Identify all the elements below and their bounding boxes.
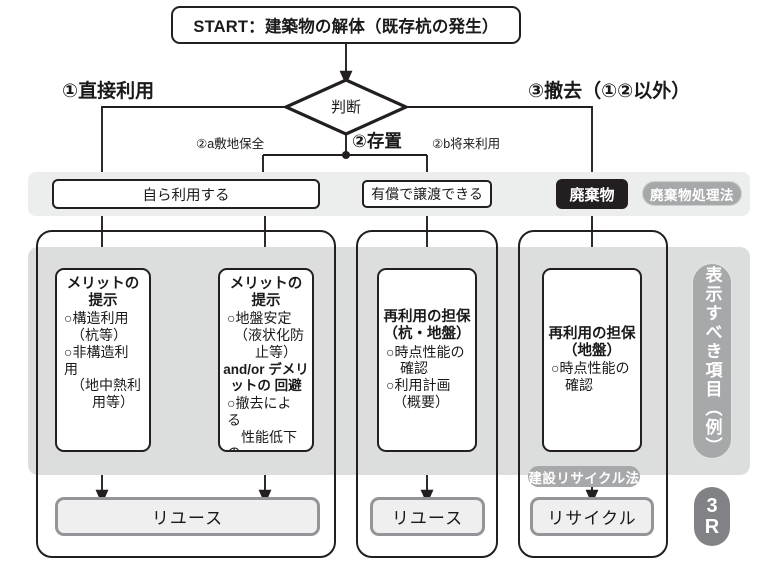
junction-dot <box>342 151 350 159</box>
3r-line-2: R <box>704 515 720 538</box>
card-mid-text: and/or デメリットの 回避 <box>223 361 309 393</box>
card-title: メリットの 提示 <box>66 276 140 310</box>
card-reuse-guarantee-ground: 再利用の担保 （地盤） ○時点性能の 確認 <box>542 268 642 452</box>
card-title: メリットの 提示 <box>229 276 303 310</box>
result-box-reuse-center: リユース <box>370 497 485 536</box>
branch-label-removal: ③撤去（①②以外） <box>528 81 691 102</box>
decision-label: 判断 <box>330 99 361 116</box>
law-tag-waste-disposal-act: 廃棄物処理法 <box>642 181 742 206</box>
side-label-display-items: 表示すべき項目（例） <box>692 263 732 459</box>
law-tag-construction-recycling-act: 建設リサイクル法 <box>528 466 640 487</box>
status-box-self-use: 自ら利用する <box>52 179 320 209</box>
3r-line-1: 3 <box>706 494 718 517</box>
card-body: ○地盤安定 （液状化防 止等） <box>227 310 304 360</box>
group-container-direct-use <box>36 230 336 558</box>
card-merit-structural: メリットの 提示 ○構造利用 （杭等） ○非構造利用 （地中熱利 用等） <box>55 268 151 452</box>
branch-label-site-preservation: ②a敷地保全 <box>196 137 265 151</box>
status-box-paid-transfer: 有償で譲渡できる <box>362 180 492 208</box>
side-label-3r: 3 R <box>694 487 730 546</box>
group-container-paid-transfer <box>356 230 498 558</box>
card-merit-ground: メリットの 提示 ○地盤安定 （液状化防 止等） and/or デメリットの 回… <box>218 268 314 452</box>
branch-label-future-use: ②b将来利用 <box>432 137 501 151</box>
branch-label-retain: ②存置 <box>352 131 402 151</box>
branch-label-direct-use: ①直接利用 <box>62 81 155 102</box>
group-container-waste <box>518 230 668 558</box>
card-body-secondary: ○撤去による 性能低下の 恐れ <box>227 394 297 450</box>
card-reuse-guarantee-pile-ground: 再利用の担保 （杭・地盤） ○時点性能の 確認 ○利用計画 （概要） <box>377 268 477 452</box>
card-title: 再利用の担保 （地盤） <box>548 326 636 360</box>
status-box-waste: 廃棄物 <box>556 179 628 209</box>
card-body: ○時点性能の 確認 <box>551 360 630 394</box>
start-box: START：建築物の解体（既存杭の発生） <box>171 6 521 44</box>
card-body: ○構造利用 （杭等） ○非構造利用 （地中熱利 用等） <box>64 310 141 411</box>
card-title: 再利用の担保 （杭・地盤） <box>383 309 471 343</box>
card-body: ○時点性能の 確認 ○利用計画 （概要） <box>386 343 465 410</box>
result-box-recycle-right: リサイクル <box>530 497 654 536</box>
result-box-reuse-left: リユース <box>55 497 320 536</box>
